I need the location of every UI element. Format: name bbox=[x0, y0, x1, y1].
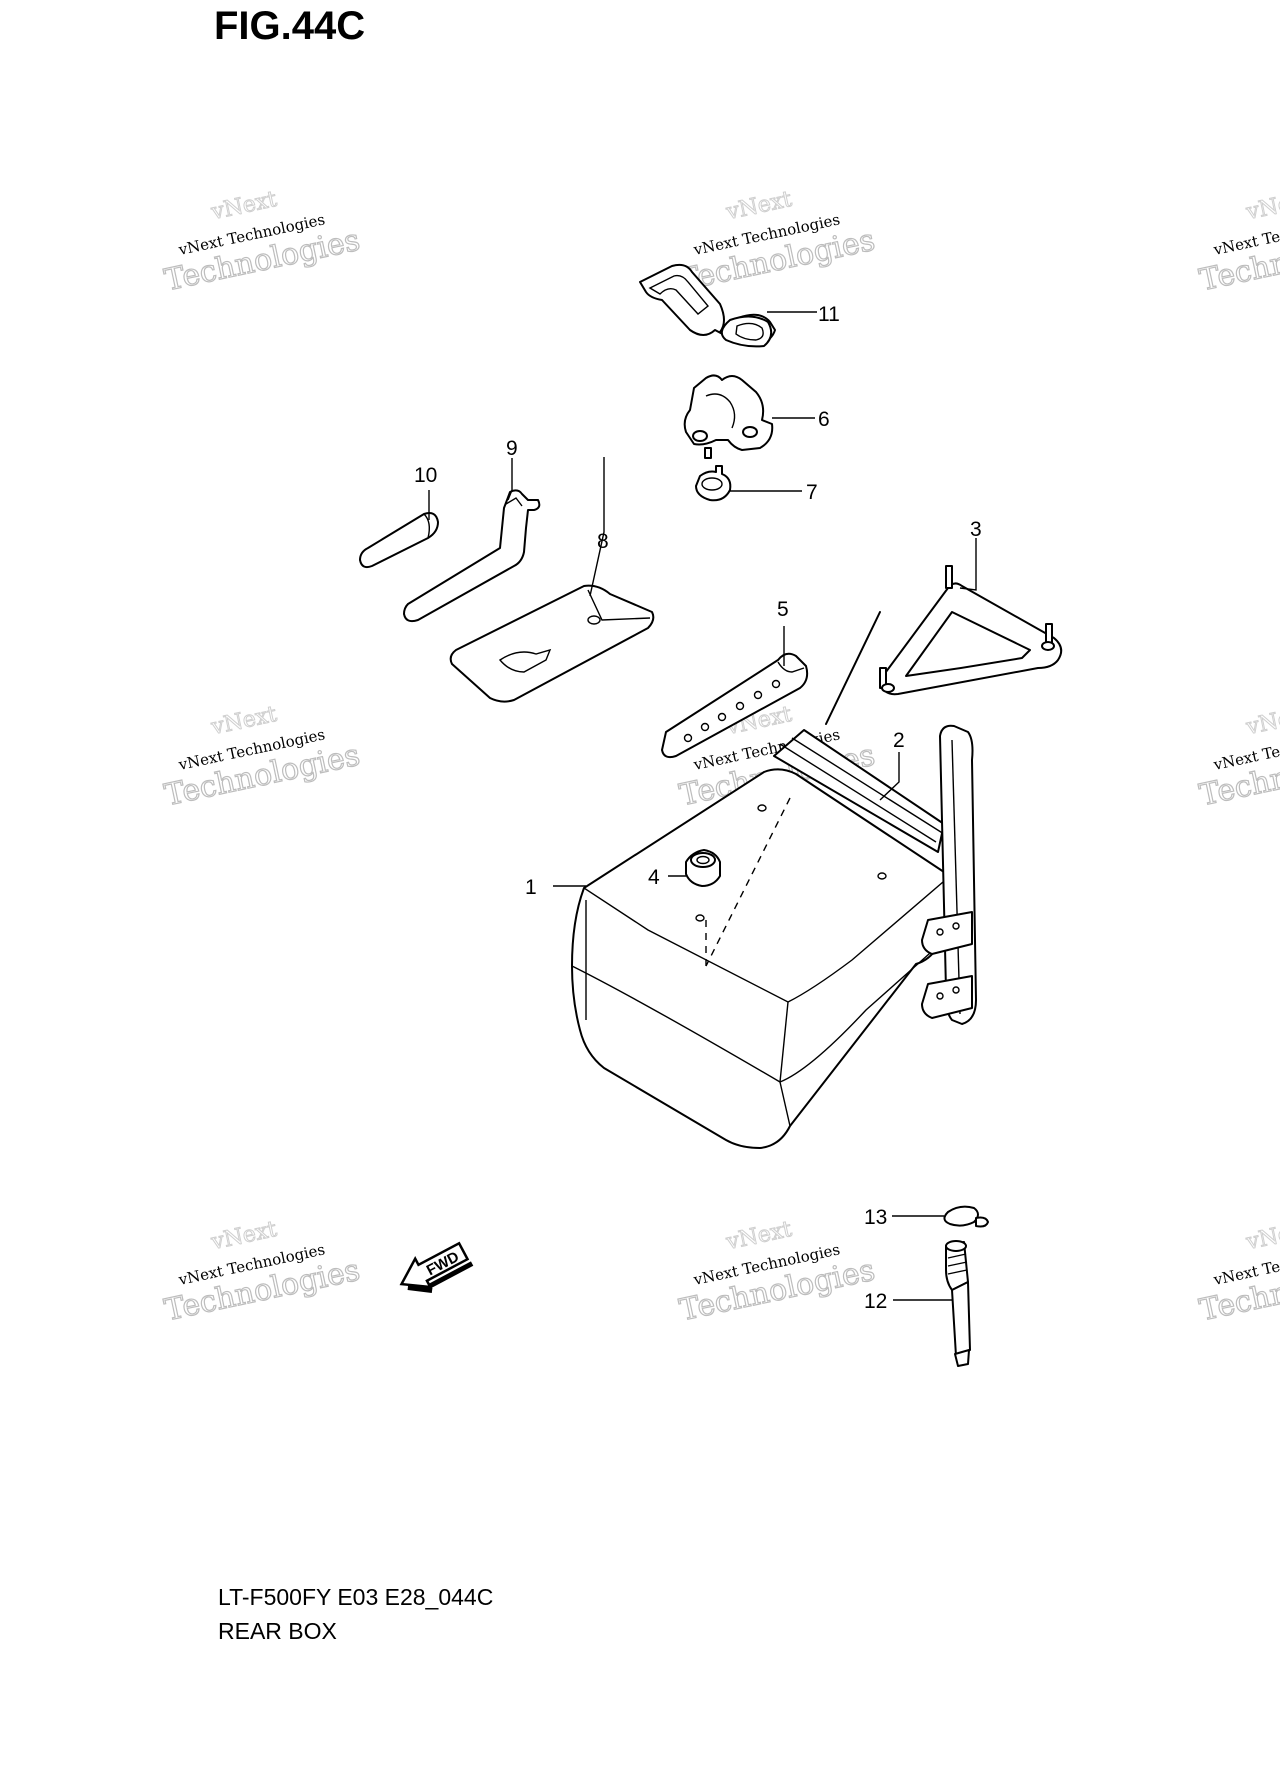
callout-12: 12 bbox=[864, 1290, 887, 1313]
part-11-latch-buckle bbox=[639, 263, 776, 348]
watermark: vNext vNext Technologies Technologies bbox=[676, 1216, 879, 1328]
callout-11: 11 bbox=[818, 303, 840, 326]
svg-text:vNext: vNext bbox=[1243, 1217, 1280, 1255]
callout-5: 5 bbox=[777, 598, 789, 621]
watermark: vNext vNext Technologies Technologies bbox=[1196, 1216, 1280, 1328]
part-7-grommet-nut bbox=[695, 465, 732, 502]
callout-7: 7 bbox=[806, 481, 818, 504]
watermark: vNext vNext Technologies Technologies bbox=[161, 1216, 364, 1328]
svg-text:vNext: vNext bbox=[723, 1217, 794, 1255]
part-8-tool-bag bbox=[449, 584, 655, 703]
callout-4: 4 bbox=[648, 866, 660, 889]
callout-3: 3 bbox=[970, 518, 982, 541]
callout-13: 13 bbox=[864, 1206, 887, 1229]
svg-text:vNext: vNext bbox=[208, 187, 279, 225]
part-13-rubber-cap bbox=[943, 1205, 989, 1228]
part-3-triangle-bracket bbox=[879, 565, 1063, 696]
callout-8: 8 bbox=[597, 530, 609, 553]
svg-text:vNext: vNext bbox=[208, 1217, 279, 1255]
watermark-group: vNext vNext Technologies Technologies vN… bbox=[161, 186, 1280, 1328]
watermark: vNext vNext Technologies Technologies bbox=[161, 701, 364, 813]
callout-numbers: 11 6 7 3 5 8 9 10 2 1 4 13 12 bbox=[414, 303, 982, 1313]
svg-text:vNext: vNext bbox=[1243, 187, 1280, 225]
callout-1: 1 bbox=[525, 876, 537, 899]
svg-text:vNext: vNext bbox=[208, 702, 279, 740]
callout-6: 6 bbox=[818, 408, 830, 431]
callout-9: 9 bbox=[506, 437, 518, 460]
part-4-cap-nut bbox=[685, 849, 721, 887]
part-2-back-frame bbox=[773, 724, 977, 1025]
part-9-wrench bbox=[403, 489, 541, 623]
part-6-catch-bracket bbox=[683, 374, 774, 459]
model-code: LT-F500FY E03 E28_044C bbox=[218, 1584, 494, 1610]
watermark: vNext vNext Technologies Technologies bbox=[1196, 701, 1280, 813]
callout-10: 10 bbox=[414, 464, 437, 487]
part-5-side-rail bbox=[661, 652, 809, 759]
watermark: vNext vNext Technologies Technologies bbox=[1196, 186, 1280, 298]
svg-text:vNext: vNext bbox=[723, 187, 794, 225]
part-12-bolt bbox=[945, 1240, 971, 1367]
part-10-pin bbox=[359, 512, 439, 569]
svg-text:vNext: vNext bbox=[1243, 702, 1280, 740]
fwd-arrow-icon: FWD bbox=[399, 1241, 474, 1293]
watermark: vNext vNext Technologies Technologies bbox=[161, 186, 364, 298]
callout-2: 2 bbox=[893, 729, 905, 752]
figure-caption: REAR BOX bbox=[218, 1618, 337, 1644]
figure-title: FIG.44C bbox=[214, 4, 366, 48]
leader-lines bbox=[428, 311, 977, 1301]
